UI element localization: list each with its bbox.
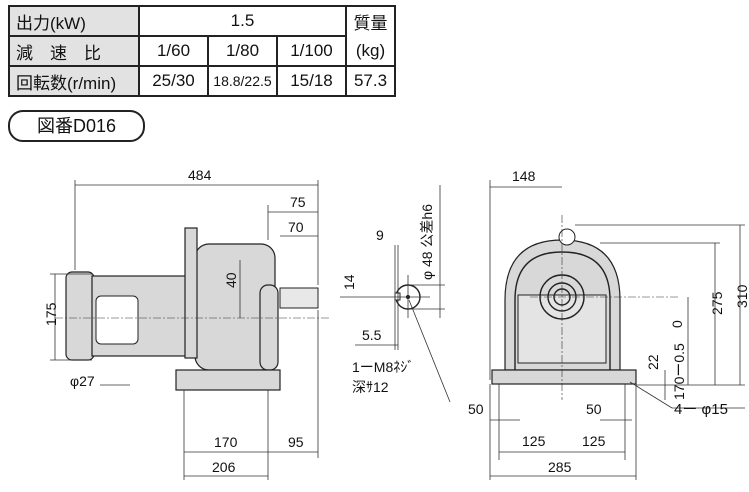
dim-40: 40 <box>223 272 239 288</box>
mounting-holes: 4ー φ15 <box>674 401 728 418</box>
dim-75: 75 <box>290 194 306 210</box>
terminal-box <box>95 295 139 345</box>
shaft-end-view: 9 14 5.5 φ 48 公差h6 1ーM8ﾈｼﾞ 深ｻ12 <box>340 185 451 403</box>
ratio-label: 減 速 比 <box>8 35 140 67</box>
side-view: 484 75 70 40 175 φ27 170 95 206 <box>43 167 330 480</box>
motor-fan-cover <box>65 271 95 361</box>
speed-cell: 18.8/22.5 <box>207 65 278 97</box>
dim-95: 95 <box>288 434 304 450</box>
dim-phi27: φ27 <box>70 373 95 389</box>
dim-310: 310 <box>734 284 749 308</box>
ratio-cell: 1/60 <box>138 35 209 67</box>
speed-cell: 25/30 <box>138 65 209 97</box>
tolerance-upper: 0 <box>669 320 685 328</box>
dim-170-tolerance: 170ー0.5 <box>671 343 687 400</box>
dim-285: 285 <box>548 459 572 475</box>
ratio-cell: 1/100 <box>276 35 347 67</box>
mass-label: 質量 <box>345 5 396 36</box>
spec-table: 出力(kW) 1.5 質量 減 速 比 1/60 1/80 1/100 (kg)… <box>8 5 396 97</box>
front-base <box>491 369 637 385</box>
tap-depth: 深ｻ12 <box>352 379 389 395</box>
dim-9: 9 <box>376 227 384 243</box>
dim-70: 70 <box>288 219 304 235</box>
output-shaft <box>279 287 319 309</box>
dim-484: 484 <box>188 167 212 183</box>
drawing-number: 図番D016 <box>8 110 145 142</box>
dim-125-left: 125 <box>522 433 546 449</box>
front-view: 148 310 275 0 170ー0.5 22 50 50 125 125 2… <box>468 168 749 480</box>
dim-50-left: 50 <box>468 401 484 417</box>
output-label: 出力(kW) <box>8 5 140 37</box>
dim-275: 275 <box>709 291 725 315</box>
output-value: 1.5 <box>138 5 347 37</box>
mass-value: 57.3 <box>345 65 396 97</box>
dim-14: 14 <box>341 274 357 290</box>
speed-label: 回転数(r/min) <box>8 65 140 97</box>
dim-22: 22 <box>645 354 661 370</box>
tap-spec: 1ーM8ﾈｼﾞ <box>352 359 414 375</box>
dim-175: 175 <box>43 302 59 326</box>
speed-cell: 15/18 <box>276 65 347 97</box>
dim-170: 170 <box>214 434 238 450</box>
mass-unit: (kg) <box>345 36 396 67</box>
dim-50-right: 50 <box>586 401 602 417</box>
dim-5-5: 5.5 <box>362 327 382 343</box>
dim-125-right: 125 <box>582 433 606 449</box>
dim-206: 206 <box>212 459 236 475</box>
gear-flange <box>184 227 198 359</box>
lifting-eye <box>558 228 576 246</box>
ratio-cell: 1/80 <box>207 35 278 67</box>
base <box>175 369 281 391</box>
shaft-diameter-tolerance: φ 48 公差h6 <box>419 204 435 280</box>
output-boss <box>259 284 279 371</box>
dim-148: 148 <box>512 168 536 184</box>
